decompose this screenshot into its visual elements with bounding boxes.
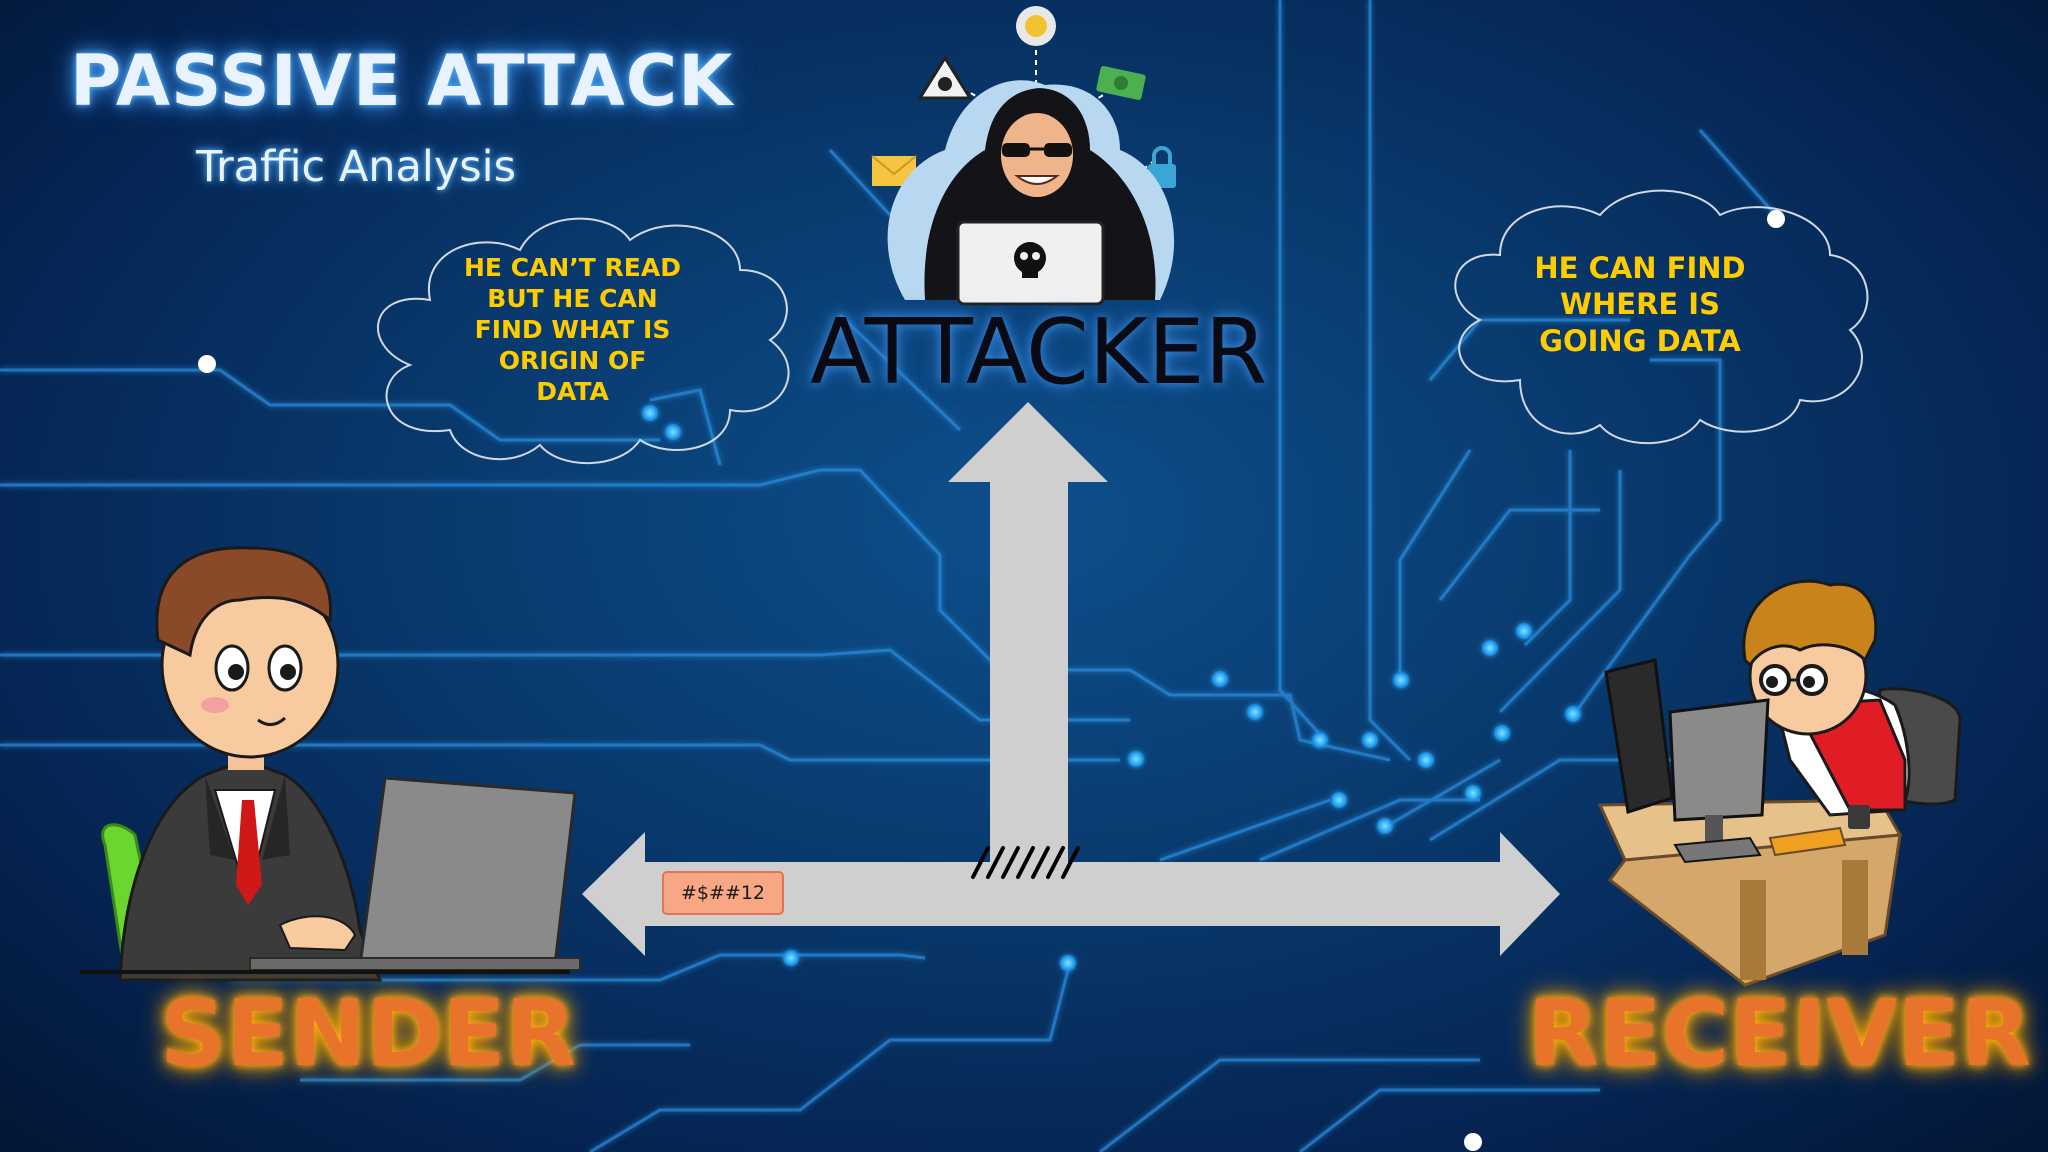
page-subtitle: Traffic Analysis bbox=[196, 142, 517, 192]
sender-label: SENDER bbox=[160, 980, 577, 1087]
thought-right-line: HE CAN FIND bbox=[1534, 251, 1746, 285]
encrypted-packet: #$##12 bbox=[662, 871, 784, 915]
receiver-monitor-front bbox=[1668, 698, 1770, 822]
thought-cloud-right bbox=[1454, 189, 1869, 445]
attacker-illustration bbox=[871, 6, 1176, 306]
receiver-label: RECEIVER bbox=[1528, 980, 2032, 1087]
data-flow-arrow bbox=[582, 832, 1560, 956]
thought-cloud-left bbox=[376, 217, 790, 465]
thought-left-line: DATA bbox=[536, 377, 609, 406]
thought-text-left: HE CAN’T READ BUT HE CAN FIND WHAT IS OR… bbox=[430, 252, 715, 407]
thought-left-line: ORIGIN OF bbox=[498, 346, 647, 375]
receiver-illustration bbox=[1597, 579, 1962, 987]
thought-text-right: HE CAN FIND WHERE IS GOING DATA bbox=[1500, 250, 1780, 359]
thought-right-line: GOING DATA bbox=[1539, 323, 1741, 358]
receiver-monitor-back bbox=[1604, 658, 1674, 814]
receiver-book bbox=[1768, 826, 1847, 857]
attacker-label: ATTACKER bbox=[810, 300, 1268, 405]
page-title: PASSIVE ATTACK bbox=[70, 40, 734, 122]
receiver-hair bbox=[1742, 579, 1878, 668]
thought-left-line: HE CAN’T READ bbox=[463, 253, 681, 282]
attacker-tap-arrow bbox=[948, 402, 1108, 862]
white-dots bbox=[198, 210, 1785, 1151]
sender-illustration bbox=[80, 546, 581, 982]
thought-left-line: FIND WHAT IS bbox=[474, 315, 671, 344]
sender-laptop bbox=[358, 776, 577, 967]
receiver-mug bbox=[1848, 805, 1870, 829]
circuit-nodes bbox=[642, 405, 1581, 971]
thought-left-line: BUT HE CAN bbox=[487, 284, 658, 313]
intercept-hatch bbox=[971, 846, 1080, 879]
sender-hair bbox=[155, 546, 333, 658]
thought-right-line: WHERE IS bbox=[1560, 287, 1720, 322]
